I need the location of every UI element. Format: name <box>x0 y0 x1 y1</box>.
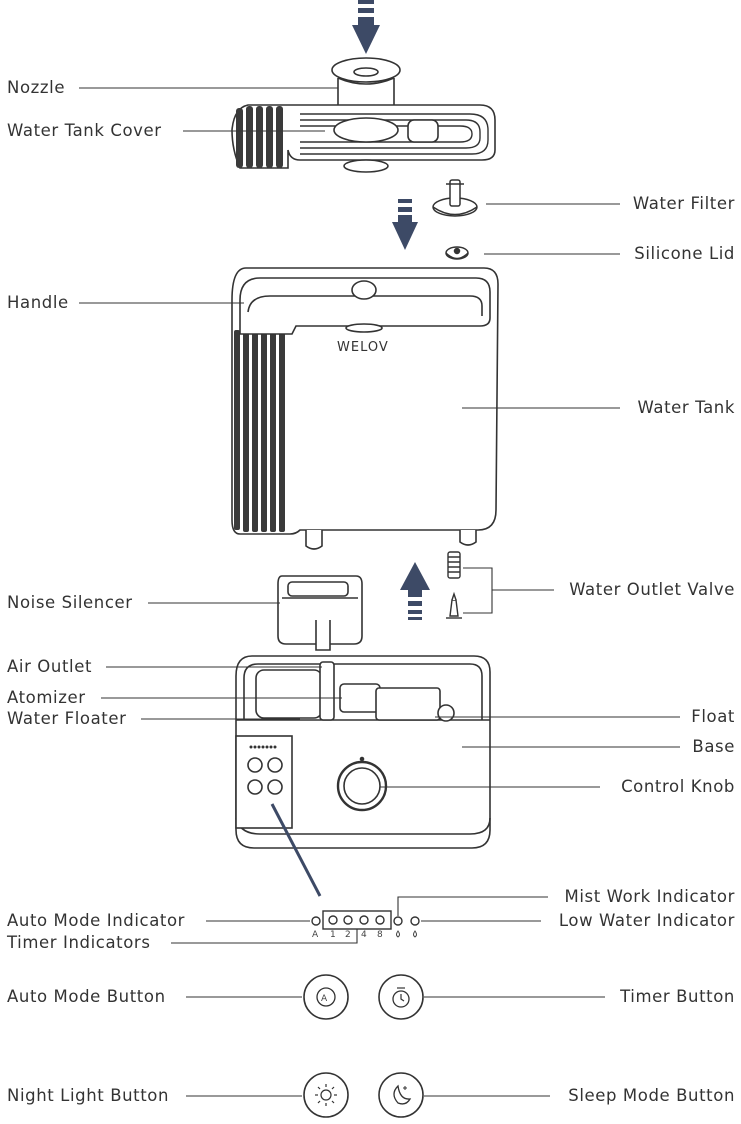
label-air-outlet: Air Outlet <box>7 657 93 676</box>
label-auto-mode-indicator: Auto Mode Indicator <box>7 911 186 930</box>
label-night-light-button: Night Light Button <box>7 1086 170 1105</box>
indicator-strip-marks: A 1 2 4 8 <box>312 930 383 940</box>
mark-timer-8: 8 <box>377 930 383 940</box>
sun-icon <box>320 1089 332 1101</box>
label-atomizer: Atomizer <box>7 688 86 707</box>
label-handle: Handle <box>7 293 69 312</box>
label-water-outlet-valve: Water Outlet Valve <box>569 580 735 599</box>
indicator-strip <box>311 910 420 930</box>
mark-auto: A <box>312 930 319 940</box>
label-water-filter: Water Filter <box>632 194 735 213</box>
label-mist-work-indicator: Mist Work Indicator <box>564 887 735 906</box>
brand-logo: WELOV <box>337 340 389 355</box>
base-part <box>235 655 491 849</box>
label-float: Float <box>691 707 735 726</box>
label-timer-button: Timer Button <box>620 987 735 1006</box>
label-sleep-mode-button: Sleep Mode Button <box>568 1086 735 1105</box>
water-filter-part <box>432 179 478 217</box>
label-water-tank: Water Tank <box>637 398 735 417</box>
water-tank-part: WELOV <box>231 267 499 550</box>
mark-timer-4: 4 <box>361 930 367 940</box>
label-silicone-lid: Silicone Lid <box>634 244 735 263</box>
water-tank-cover-part <box>231 104 496 173</box>
label-noise-silencer: Noise Silencer <box>7 593 133 612</box>
auto-mode-button-graphic[interactable]: A <box>303 974 349 1020</box>
label-nozzle: Nozzle <box>7 78 66 97</box>
night-light-button-graphic[interactable] <box>303 1072 349 1118</box>
mark-timer-1: 1 <box>330 930 336 940</box>
panel-led-dots <box>249 745 277 749</box>
label-low-water-indicator: Low Water Indicator <box>558 911 735 930</box>
label-control-knob: Control Knob <box>621 777 735 796</box>
auto-mode-button-icon: A <box>321 994 328 1004</box>
panel-zoom-pointer <box>270 803 322 897</box>
assembly-arrow-top <box>352 0 380 54</box>
droplet-icons <box>396 930 417 938</box>
label-base: Base <box>692 737 735 756</box>
assembly-arrow-middle <box>392 199 418 250</box>
timer-button-graphic[interactable] <box>378 974 424 1020</box>
low-water-droplet-icon <box>413 930 417 938</box>
moon-icon <box>393 1084 412 1105</box>
assembly-arrow-lower <box>400 562 430 620</box>
mist-droplet-icon <box>396 930 400 938</box>
label-water-floater: Water Floater <box>7 709 127 728</box>
sleep-mode-button-graphic[interactable] <box>378 1072 424 1118</box>
water-outlet-valve-part <box>446 551 462 619</box>
mark-timer-2: 2 <box>345 930 351 940</box>
label-auto-mode-button: Auto Mode Button <box>7 987 166 1006</box>
leader-lines <box>79 87 680 1097</box>
label-timer-indicators: Timer Indicators <box>7 933 151 952</box>
noise-silencer-part <box>277 575 363 651</box>
silicone-lid-part <box>445 246 469 260</box>
label-water-tank-cover: Water Tank Cover <box>7 121 162 140</box>
